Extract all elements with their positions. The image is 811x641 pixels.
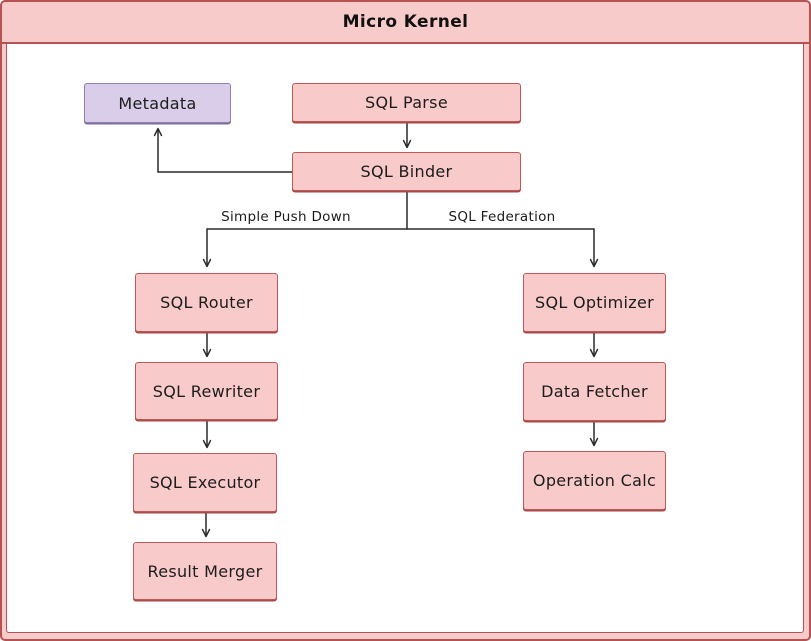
node-data-fetcher-label: Data Fetcher bbox=[541, 382, 648, 401]
node-metadata-label: Metadata bbox=[118, 93, 197, 113]
diagram-title: Micro Kernel bbox=[342, 12, 469, 32]
node-sql-executor[interactable]: SQL Executor bbox=[133, 453, 277, 512]
node-sql-rewriter-label: SQL Rewriter bbox=[152, 381, 261, 401]
node-sql-binder-label: SQL Binder bbox=[360, 162, 453, 181]
node-sql-optimizer[interactable]: SQL Optimizer bbox=[523, 273, 666, 332]
edge-label-sql-federation: SQL Federation bbox=[448, 209, 556, 225]
node-sql-executor-label: SQL Executor bbox=[149, 473, 261, 492]
node-sql-optimizer-label: SQL Optimizer bbox=[535, 293, 654, 312]
node-sql-parse-label: SQL Parse bbox=[365, 93, 448, 112]
node-metadata[interactable]: Metadata bbox=[84, 83, 231, 123]
node-sql-router-label: SQL Router bbox=[160, 293, 253, 312]
node-sql-binder[interactable]: SQL Binder bbox=[292, 152, 521, 191]
node-sql-router[interactable]: SQL Router bbox=[135, 273, 278, 332]
node-sql-parse[interactable]: SQL Parse bbox=[292, 83, 521, 122]
node-result-merger-label: Result Merger bbox=[147, 561, 263, 581]
diagram-content-area bbox=[6, 44, 804, 633]
node-operation-calc-label: Operation Calc bbox=[532, 471, 657, 490]
node-result-merger[interactable]: Result Merger bbox=[133, 542, 277, 600]
node-data-fetcher[interactable]: Data Fetcher bbox=[523, 362, 666, 421]
node-operation-calc[interactable]: Operation Calc bbox=[523, 451, 666, 510]
edge-label-simple-push-down: Simple Push Down bbox=[221, 209, 351, 225]
node-sql-rewriter[interactable]: SQL Rewriter bbox=[135, 362, 278, 420]
diagram-title-bar: Micro Kernel bbox=[2, 2, 809, 44]
